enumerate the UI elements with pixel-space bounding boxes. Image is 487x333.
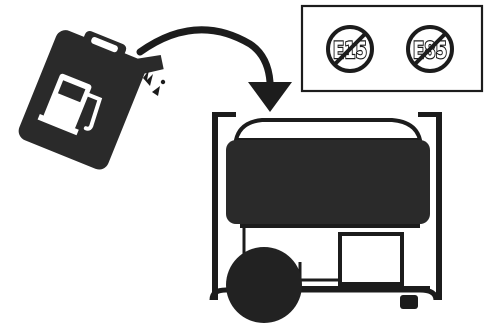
generator-engine-block bbox=[340, 234, 402, 284]
generator-foot bbox=[400, 295, 418, 309]
curved-arrow-icon bbox=[140, 30, 292, 112]
fuel-can-icon bbox=[16, 16, 169, 178]
generator-fuel-tank bbox=[226, 140, 430, 224]
prohibited-sign-icon: E85 bbox=[408, 27, 452, 71]
prohibited-sign-icon: E15 bbox=[328, 27, 372, 71]
fuel-splash-icon bbox=[143, 70, 165, 96]
generator-wheel bbox=[226, 247, 302, 323]
prohibited-fuels-panel: E15 E85 bbox=[302, 6, 482, 91]
portable-generator-icon bbox=[212, 112, 442, 323]
